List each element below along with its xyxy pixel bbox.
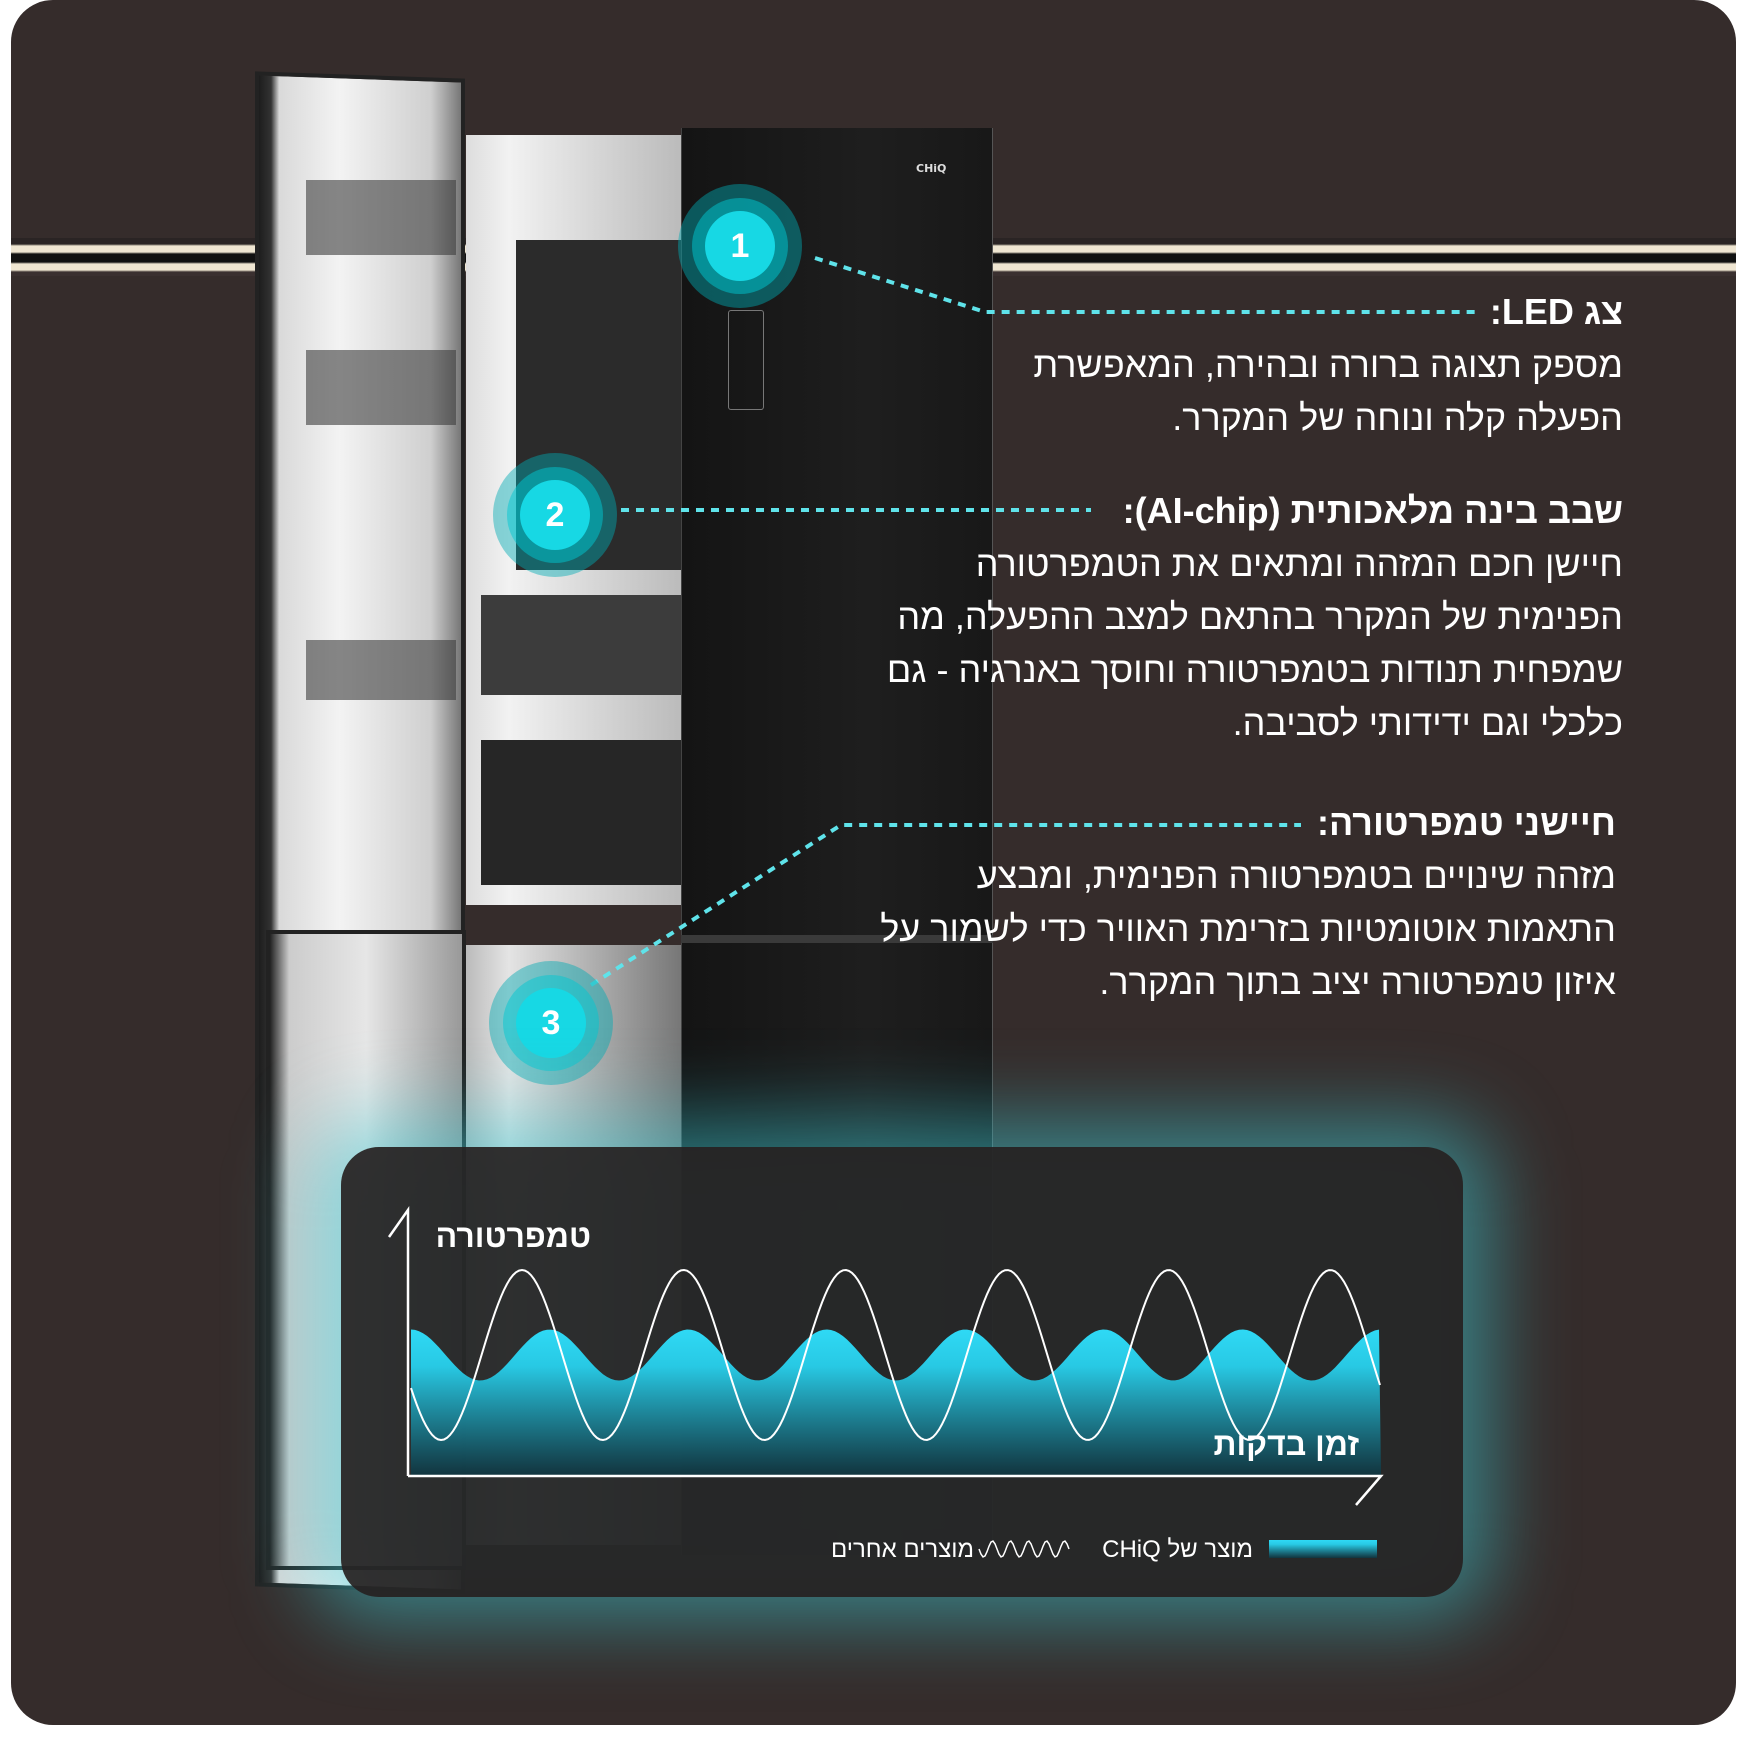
callout-marker-3: 3 [489,961,613,1085]
callout-line: מספק תצוגה ברורה ובהירה, המאפשרת [1033,344,1623,385]
callout-marker-2: 2 [493,453,617,577]
legend-swatch-other [978,1540,1070,1558]
door-divider [681,935,993,943]
callout-2: שבב בינה מלאכותית (AI-chip): חיישן חכם ה… [887,484,1623,749]
callout-line: הפנימית של המקרר בהתאם למצב ההפעלה, מה [897,596,1623,637]
y-axis [387,1206,410,1476]
callout-title: חיישני טמפרטורה: [1316,802,1616,843]
temperature-chart [387,1206,1384,1558]
door-bin [306,640,456,700]
legend-label-chiq: מוצר של CHiQ [1102,1536,1253,1563]
x-axis-label: זמן בדקות [1213,1426,1359,1462]
callout-line: שמפחית תנודות בטמפרטורה וחוסך באנרגיה - … [886,649,1623,690]
y-axis-label: טמפרטורה [435,1218,591,1254]
legend-swatch-chiq [1269,1540,1377,1558]
callout-line: מזהה שינויים בטמפרטורה הפנימית, ומבצע [976,855,1616,896]
legend-label-other: מוצרים אחרים [830,1536,974,1563]
callout-title: שבב בינה מלאכותית (AI-chip): [1122,490,1623,531]
brand-logo: CHiQ [916,162,947,175]
chiq-series-area [411,1329,1381,1476]
marker-number: 1 [705,211,775,281]
crisper-drawer [481,740,681,885]
callout-line: כלכלי וגם ידידותי לסביבה. [1232,702,1623,743]
callout-marker-1: 1 [678,184,802,308]
callout-line: התאמות אוטומטיות בזרימת האוויר כדי לשמור… [880,908,1616,949]
callout-line: איזון טמפרטורה יציב בתוך המקרר. [1099,961,1616,1002]
marker-number: 3 [516,988,586,1058]
callout-1: צג LED: מספק תצוגה ברורה ובהירה, המאפשרת… [1033,285,1623,444]
leader-lines [589,256,1475,987]
other-products-series-line [410,1268,1381,1442]
callout-title: צג LED: [1489,291,1623,332]
door-bin [306,180,456,255]
door-bin [306,350,456,425]
callout-line: הפעלה קלה ונוחה של המקרר. [1172,397,1623,438]
led-display-panel [728,310,764,410]
infographic-card: CHiQ 1 2 3 צג LED: מספק תצוגה ברורה ובהי… [11,0,1736,1725]
x-axis [408,1474,1384,1506]
callout-3: חיישני טמפרטורה: מזהה שינויים בטמפרטורה … [880,796,1616,1008]
callout-line: חיישן חכם המזהה ומתאים את הטמפרטורה [975,543,1623,584]
marker-number: 2 [520,480,590,550]
leader-line-3 [589,823,1301,987]
crisper-drawer [481,595,681,695]
